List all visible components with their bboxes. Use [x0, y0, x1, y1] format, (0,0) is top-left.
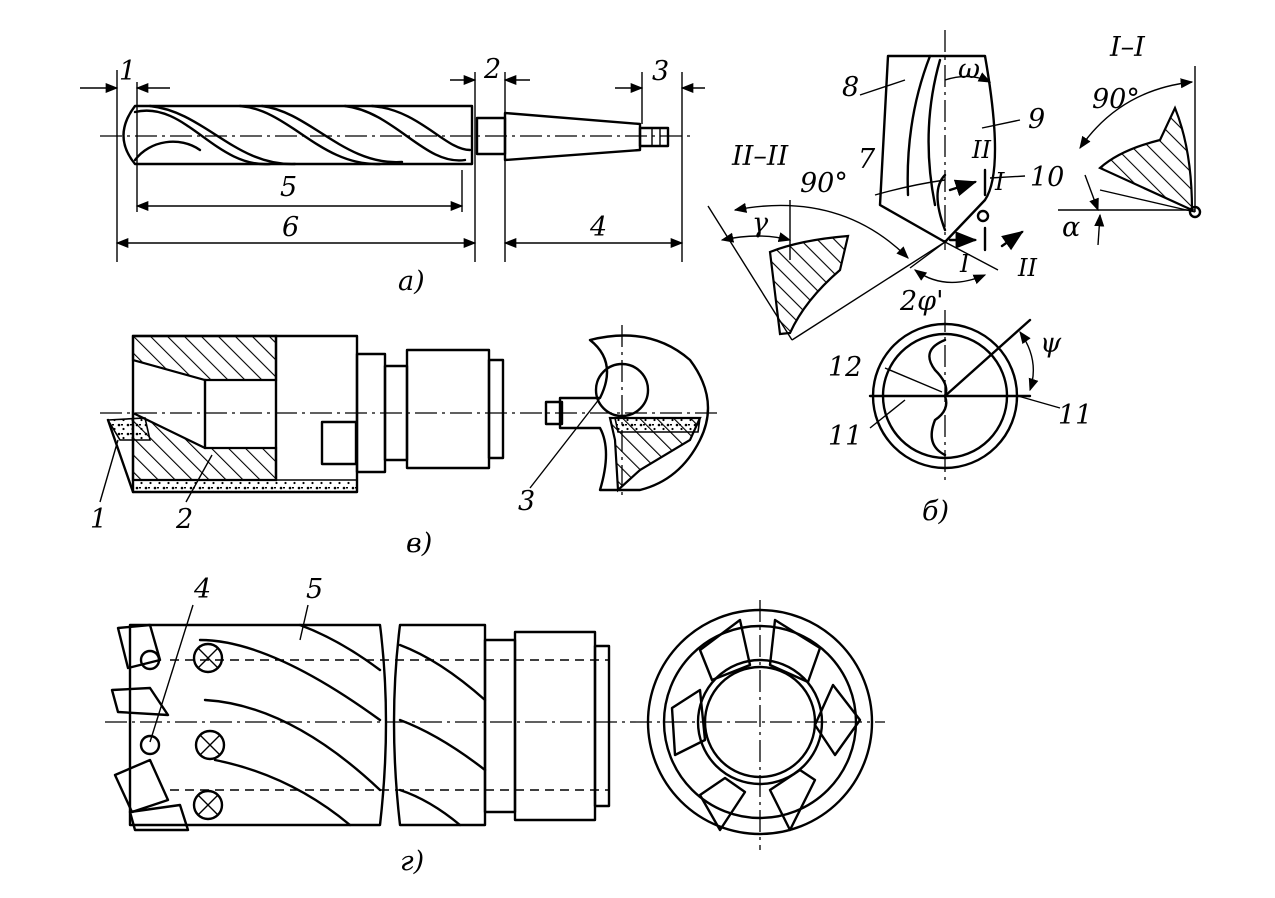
drill-b-section-II: II–II: [731, 141, 789, 172]
end-view-blades: [670, 618, 862, 832]
drill-b-label-alpha: α: [1062, 212, 1080, 243]
drill-a-figure: 1 2 3 4 5 6 а): [80, 54, 705, 297]
drill-b-label-2phi: 2φ': [899, 286, 944, 317]
drill-g-label-4: 4: [193, 574, 211, 605]
drill-b-label-11-right: 11: [1058, 400, 1092, 431]
drill-b-label-12: 12: [828, 352, 862, 383]
drill-b-mark-II-top: II: [971, 136, 991, 164]
drill-a-label-6: 6: [282, 212, 299, 243]
drill-v-figure: 1 2 3 в): [90, 325, 720, 559]
drill-a-label-1: 1: [119, 56, 136, 87]
drill-a-caption: а): [398, 266, 425, 297]
drill-g-label-5: 5: [306, 574, 323, 605]
drill-b-label-9: 9: [1028, 104, 1045, 135]
drill-v-label-3: 3: [518, 486, 535, 517]
drill-g-caption: г): [400, 846, 424, 877]
drill-b-caption: б): [922, 496, 949, 527]
drill-b-label-10: 10: [1030, 162, 1064, 193]
drill-a-label-3: 3: [652, 56, 669, 87]
drill-b-mark-I-top: I: [994, 168, 1005, 196]
drill-b-label-omega: ω: [958, 54, 980, 85]
drill-b-label-7: 7: [858, 144, 876, 175]
drill-a-label-4: 4: [589, 212, 607, 243]
drill-b-label-8: 8: [842, 72, 859, 103]
drill-g-figure: 4 5 г): [105, 574, 885, 877]
drill-v-label-2: 2: [175, 504, 193, 535]
drill-b-angle-90-right: 90°: [1092, 84, 1140, 115]
drill-b-mark-II-bottom: II: [1017, 254, 1037, 282]
drill-b-section-I: I–I: [1109, 32, 1146, 63]
drill-b-figure: 8 9 10 7 ω II I I II 2φ' II–II 90° γ I–I…: [707, 30, 1202, 527]
drill-a-label-2: 2: [483, 54, 501, 85]
drill-b-label-11-left: 11: [828, 421, 862, 452]
drill-a-label-5: 5: [280, 172, 297, 203]
drill-b-label-psi: ψ: [1040, 328, 1062, 359]
drill-v-label-1: 1: [90, 504, 107, 535]
drill-b-mark-I-bottom: I: [959, 250, 970, 278]
drill-v-caption: в): [406, 528, 432, 559]
drill-b-angle-90-left: 90°: [800, 168, 848, 199]
drill-b-label-gamma: γ: [752, 208, 769, 239]
